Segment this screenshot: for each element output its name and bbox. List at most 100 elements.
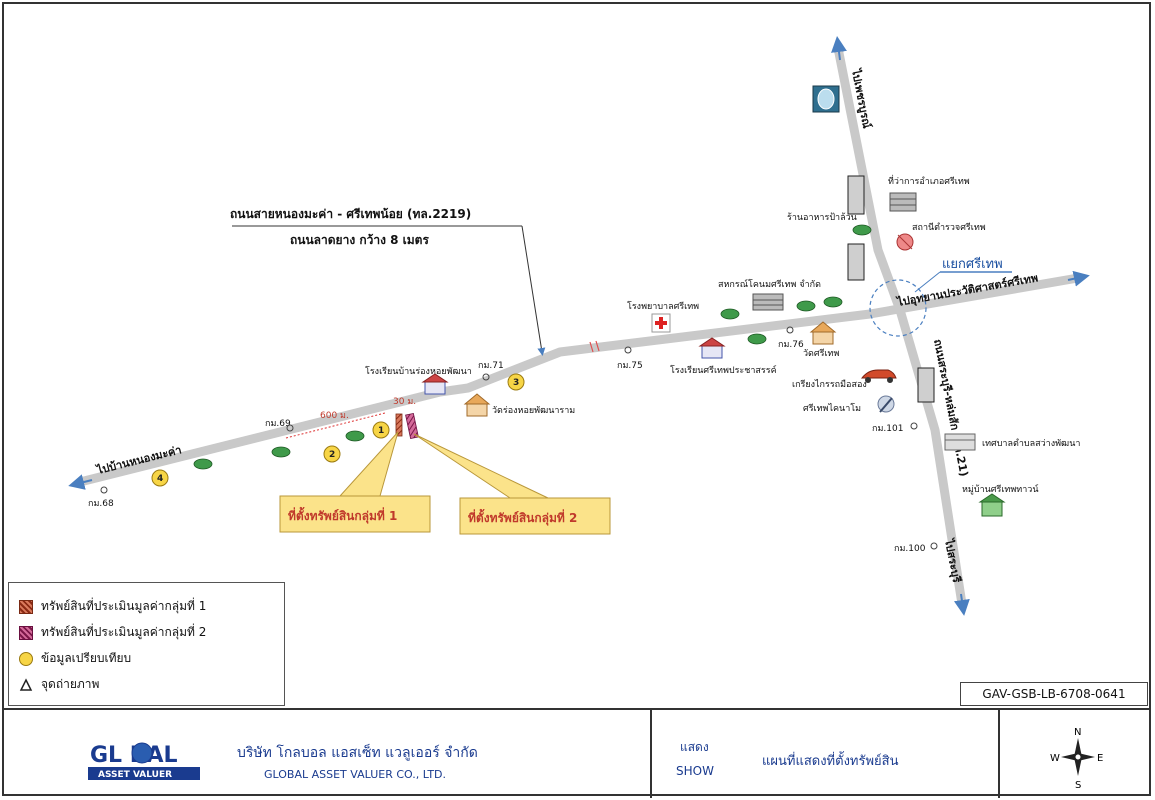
callout-2-label: ที่ตั้งทรัพย์สินกลุ่มที่ 2 (468, 508, 577, 526)
km-68: กม.68 (88, 499, 114, 509)
company-cell: GL BAL ASSET VALUER บริษัท โกลบอล แอสเซ็… (2, 710, 652, 798)
svg-text:1: 1 (378, 426, 384, 436)
km-76: กม.76 (778, 340, 804, 350)
callout-2-box (459, 497, 611, 535)
km-69: กม.69 (265, 419, 291, 429)
company-name-th: บริษัท โกลบอล แอสเซ็ท แวลูเออร์ จำกัด (237, 745, 478, 761)
car-icon (860, 369, 897, 383)
tree-icon (720, 308, 740, 320)
temple-1-icon (463, 393, 491, 417)
compass-icon: N S W E (1050, 727, 1103, 790)
junction-circle (869, 279, 927, 337)
camera-icon (100, 486, 108, 494)
west-arrow (68, 474, 93, 490)
police-icon (896, 233, 914, 251)
location-map: แยกศรีเทพ ถนนสายหนองมะค่า - ศรีเทพน้อย (… (68, 36, 1090, 616)
legend: ทรัพย์สินที่ประเมินมูลค่ากลุ่มที่ 1 ทรัพ… (8, 582, 285, 706)
comparison-marker-4: 4 (151, 469, 169, 487)
south-arrow (953, 593, 970, 616)
north-arrow (831, 36, 847, 61)
camera-icon (286, 424, 294, 432)
district-office-icon (889, 192, 917, 212)
coop-label: สหกรณ์โคนมศรีเทพ จำกัด (718, 278, 821, 290)
road-2219 (78, 273, 1079, 487)
municipality-icon (944, 433, 976, 451)
callout-1-label: ที่ตั้งทรัพย์สินกลุ่มที่ 1 (288, 506, 397, 524)
camera-icon (624, 346, 632, 354)
svg-text:W: W (1050, 753, 1060, 764)
group-2-swatch (19, 625, 33, 640)
svg-text:S: S (1075, 780, 1081, 790)
svg-text:2: 2 (329, 450, 335, 460)
tree-icon (747, 333, 767, 345)
show-label-en: SHOW (676, 764, 714, 778)
km-75: กม.75 (617, 361, 643, 371)
distance-600-line (285, 412, 386, 439)
document-code: GAV-GSB-LB-6708-0641 (960, 682, 1148, 706)
comparison-marker-3: 3 (507, 373, 525, 391)
road-name-leader (521, 225, 546, 356)
north-cell: N S W E (1000, 710, 1151, 798)
building-block (847, 243, 865, 281)
legend-label: ข้อมูลเปรียบเทียบ (41, 651, 132, 665)
svg-text:N: N (1074, 727, 1081, 738)
legend-item-group-2: ทรัพย์สินที่ประเมินมูลค่ากลุ่มที่ 2 (19, 623, 206, 642)
municipality-label: เทศบาลตำบลสว่างพัฒนา (982, 438, 1080, 449)
km-101: กม.101 (872, 424, 903, 434)
restaurant-label: ร้านอาหารป้าล้วน (787, 212, 857, 223)
legend-item-group-1: ทรัพย์สินที่ประเมินมูลค่ากลุ่มที่ 1 (19, 597, 206, 616)
tree-icon (852, 224, 872, 236)
legend-label: จุดถ่ายภาพ (41, 677, 100, 691)
junction-leader (914, 271, 941, 293)
tree-icon (823, 296, 843, 308)
urban-area-blocks (847, 175, 935, 403)
svg-text:4: 4 (157, 474, 163, 484)
highway-21 (833, 47, 967, 605)
title-block: GL BAL ASSET VALUER บริษัท โกลบอล แอสเซ็… (2, 708, 1151, 798)
hospital-label: โรงพยาบาลศรีเทพ (627, 301, 699, 312)
school-2-icon (698, 337, 726, 359)
comparison-marker-2: 2 (323, 445, 341, 463)
camera-icon (482, 373, 490, 381)
temple-2-icon (809, 321, 837, 345)
hospital-icon (651, 313, 671, 333)
parcel-group-1 (395, 413, 403, 437)
drawing-title: แผนที่แสดงที่ตั้งทรัพย์สิน (762, 754, 899, 769)
distance-600-label: 600 ม. (320, 411, 349, 421)
legend-item-photo-point: จุดถ่ายภาพ (19, 675, 99, 694)
road-name: ถนนสายหนองมะค่า - ศรีเทพน้อย (ทล.2219) (230, 207, 471, 221)
callout-1-pointer (338, 431, 399, 497)
school-1-icon (421, 373, 449, 395)
callout-1-box (279, 495, 431, 533)
distance-30-label: 30 ม. (393, 397, 416, 407)
comparison-marker-1: 1 (372, 421, 390, 439)
tree-icon (271, 446, 291, 458)
parcel-group-2 (405, 412, 419, 440)
km-markers: กม.68 กม.69 กม.71 กม.75 กม.76 กม.101 กม.… (88, 340, 926, 554)
village-icon (978, 493, 1006, 517)
camera-icon (930, 542, 938, 550)
car-shop-label: เกรียงไกรรถมือสอง (792, 379, 867, 390)
tree-icon (193, 458, 213, 470)
photo-point-icon (19, 677, 33, 691)
legend-label: ทรัพย์สินที่ประเมินมูลค่ากลุ่มที่ 2 (41, 625, 207, 639)
tech-label: ศรีเทพไคนาโม (803, 403, 861, 414)
east-arrow (1067, 270, 1090, 287)
km-71: กม.71 (478, 361, 504, 371)
road-desc: ถนนลาดยาง กว้าง 8 เมตร (290, 233, 429, 247)
legend-label: ทรัพย์สินที่ประเมินมูลค่ากลุ่มที่ 1 (41, 599, 207, 613)
group-1-swatch (19, 599, 33, 614)
comparison-swatch (19, 651, 33, 666)
school-1-label: โรงเรียนบ้านร่องหอยพัฒนา (365, 366, 472, 377)
school-2-label: โรงเรียนศรีเทพประชาสรรค์ (670, 364, 777, 376)
camera-icon (786, 326, 794, 334)
svg-text:3: 3 (513, 378, 519, 388)
show-label-th: แสดง (680, 740, 709, 754)
show-cell: แสดง SHOW แผนที่แสดงที่ตั้งทรัพย์สิน (652, 710, 1000, 798)
to-south-label: ไปสระบุรี (941, 536, 965, 584)
fuel-station-icon (812, 85, 840, 113)
tree-icon (796, 300, 816, 312)
coop-icon (752, 293, 784, 311)
district-office-label: ที่ว่าการอำเภอศรีเทพ (888, 174, 970, 187)
